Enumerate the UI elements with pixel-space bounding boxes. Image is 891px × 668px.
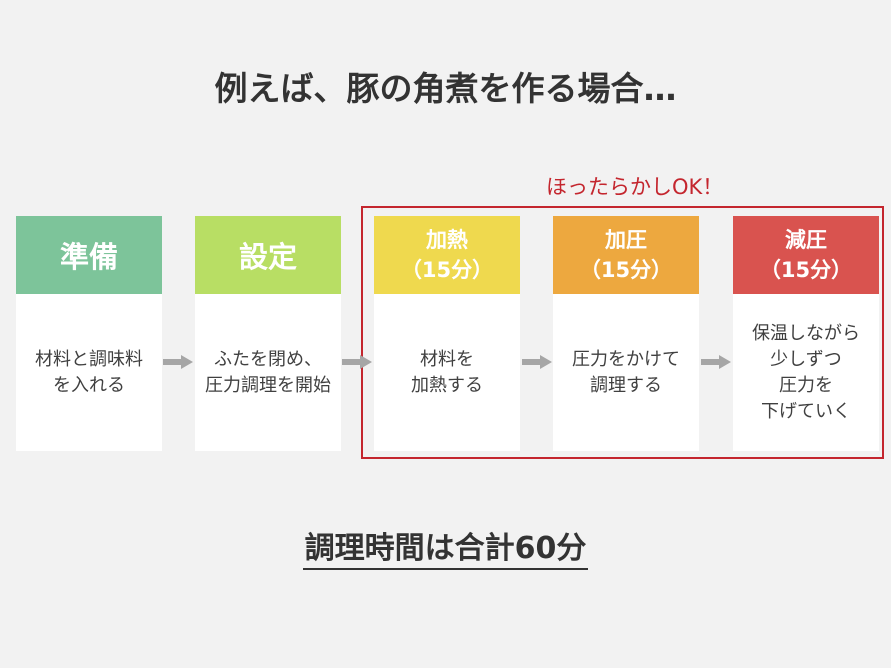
step-prepare-body: 材料と調味料 を入れる <box>16 294 162 451</box>
step-heat-text-line: 加熱する <box>411 374 483 396</box>
step-setup-body: ふたを閉め、 圧力調理を開始 <box>195 294 341 451</box>
step-pressurize-duration: （15分） <box>579 258 673 282</box>
step-prepare-text-line: を入れる <box>53 374 125 396</box>
total-time-banner: 調理時間は合計60分 <box>0 530 891 570</box>
step-pressurize: 加圧 （15分） 圧力をかけて 調理する <box>553 216 699 451</box>
arrow-right-icon <box>342 355 372 369</box>
arrow-right-icon <box>522 355 552 369</box>
step-prepare-text-line: 材料と調味料 <box>35 348 143 370</box>
step-depressurize-title: 減圧 <box>785 228 827 252</box>
step-prepare: 準備 材料と調味料 を入れる <box>16 216 162 451</box>
step-setup-text-line: ふたを閉め、 <box>214 348 322 370</box>
step-setup-title: 設定 <box>238 240 297 274</box>
step-heat-body: 材料を 加熱する <box>374 294 520 451</box>
step-pressurize-text-line: 調理する <box>590 374 662 396</box>
step-setup-header: 設定 <box>195 216 341 294</box>
step-depressurize-header: 減圧 （15分） <box>733 216 879 294</box>
step-heat-title: 加熱 <box>426 228 468 252</box>
step-heat-header: 加熱 （15分） <box>374 216 520 294</box>
step-depressurize-body: 保温しながら 少しずつ 圧力を 下げていく <box>733 294 879 451</box>
hands-off-note: ほったらかしOK！ <box>546 175 724 199</box>
step-prepare-header: 準備 <box>16 216 162 294</box>
step-heat-text-line: 材料を <box>420 348 474 370</box>
step-pressurize-body: 圧力をかけて 調理する <box>553 294 699 451</box>
step-depressurize-duration: （15分） <box>759 258 853 282</box>
step-prepare-title: 準備 <box>59 240 118 274</box>
page-title: 例えば、豚の角煮を作る場合… <box>214 69 677 108</box>
step-setup: 設定 ふたを閉め、 圧力調理を開始 <box>195 216 341 451</box>
step-depressurize: 減圧 （15分） 保温しながら 少しずつ 圧力を 下げていく <box>733 216 879 451</box>
arrow-right-icon <box>163 355 193 369</box>
step-depressurize-text-line: 圧力を <box>779 374 833 396</box>
total-time-text: 調理時間は合計60分 <box>302 530 589 570</box>
step-pressurize-text-line: 圧力をかけて <box>572 348 680 370</box>
step-heat: 加熱 （15分） 材料を 加熱する <box>374 216 520 451</box>
step-heat-duration: （15分） <box>400 258 494 282</box>
step-pressurize-title: 加圧 <box>605 228 647 252</box>
step-depressurize-text-line: 下げていく <box>761 400 851 422</box>
arrow-right-icon <box>701 355 731 369</box>
step-setup-text-line: 圧力調理を開始 <box>205 374 331 396</box>
unattended-phase-frame <box>361 206 884 459</box>
step-pressurize-header: 加圧 （15分） <box>553 216 699 294</box>
step-depressurize-text-line: 保温しながら <box>752 322 860 344</box>
step-depressurize-text-line: 少しずつ <box>770 348 842 370</box>
